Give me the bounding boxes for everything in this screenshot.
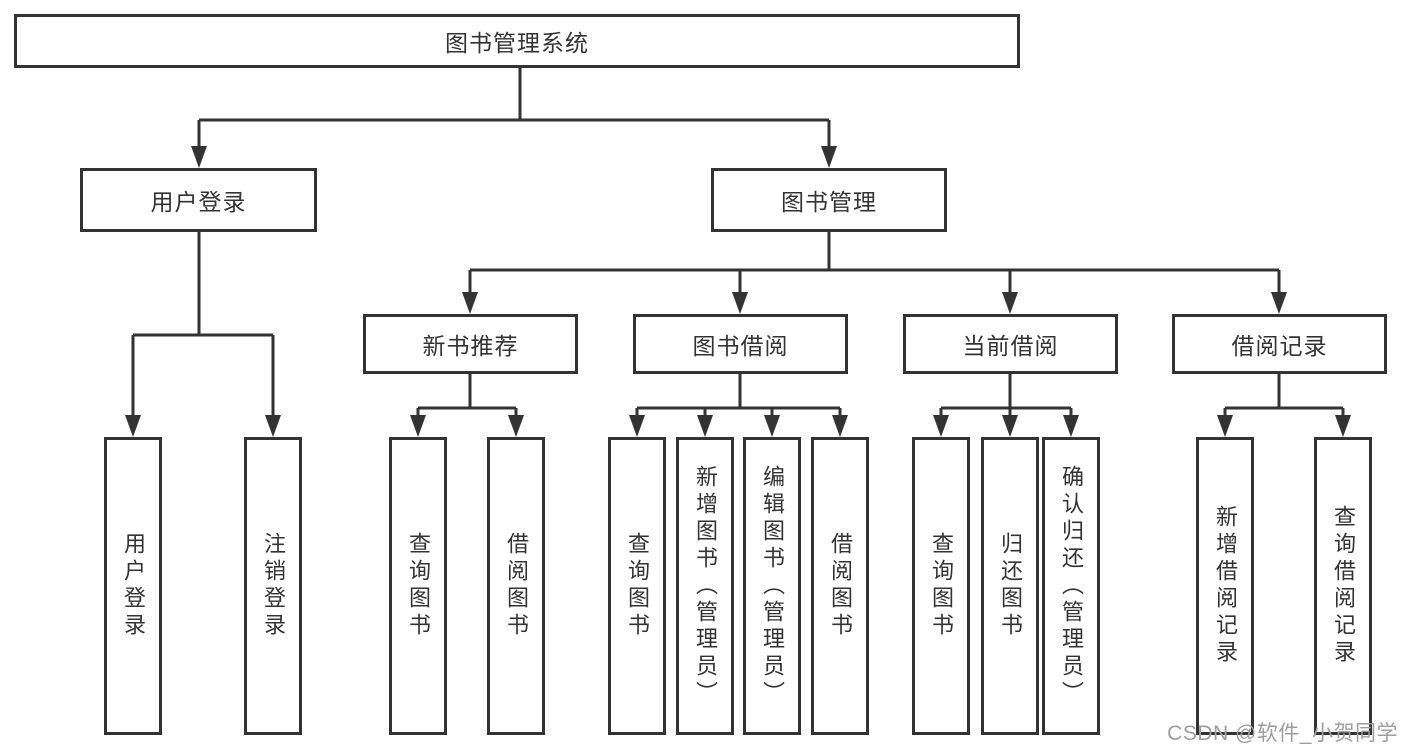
leaf-label: 查询图书 [929, 532, 954, 640]
node-book-management-module: 图书管理 [711, 168, 947, 232]
leaf-add-borrow-record: 新增借阅记录 [1196, 437, 1254, 735]
leaf-query-books: 查询图书 [389, 437, 447, 735]
leaf-user-login: 用户登录 [104, 437, 162, 735]
arrowheads [125, 146, 1351, 437]
leaf-label: 借阅图书 [504, 532, 529, 640]
node-label: 借阅记录 [1231, 333, 1328, 359]
leaf-logout: 注销登录 [244, 437, 302, 735]
leaf-label: 查询借阅记录 [1331, 505, 1356, 667]
leaf-label: 查询图书 [406, 532, 431, 640]
leaf-label: 用户登录 [121, 532, 146, 640]
leaf-confirm-return-admin: 确认归还（管理员） [1042, 437, 1100, 735]
leaf-label: 新增图书（管理员） [693, 464, 718, 708]
leaf-label: 新增借阅记录 [1213, 505, 1238, 667]
leaf-label: 归还图书 [998, 532, 1023, 640]
leaf-query-books: 查询图书 [912, 437, 970, 735]
node-book-borrow: 图书借阅 [633, 314, 848, 374]
node-label: 新书推荐 [422, 333, 519, 359]
leaf-edit-books-admin: 编辑图书（管理员） [743, 437, 801, 735]
node-current-borrow: 当前借阅 [903, 314, 1118, 374]
leaf-return-books: 归还图书 [981, 437, 1039, 735]
node-user-login-module: 用户登录 [80, 168, 317, 232]
node-new-book-recommend: 新书推荐 [363, 314, 578, 374]
leaf-query-borrow-record: 查询借阅记录 [1314, 437, 1372, 735]
node-label: 图书管理 [781, 189, 877, 215]
leaf-label: 借阅图书 [828, 532, 853, 640]
leaf-label: 确认归还（管理员） [1059, 464, 1084, 708]
leaf-query-books: 查询图书 [608, 437, 666, 735]
leaf-label: 编辑图书（管理员） [760, 464, 785, 708]
node-root-label: 图书管理系统 [445, 30, 589, 56]
leaf-borrow-books: 借阅图书 [487, 437, 545, 735]
node-root-system: 图书管理系统 [14, 14, 1020, 68]
node-label: 当前借阅 [962, 333, 1059, 359]
leaf-borrow-books: 借阅图书 [811, 437, 869, 735]
leaf-label: 查询图书 [625, 532, 650, 640]
node-label: 用户登录 [150, 189, 247, 215]
leaf-label: 注销登录 [261, 532, 286, 640]
node-label: 图书借阅 [692, 333, 789, 359]
csdn-watermark: CSDN @软件_小贺同学 [1167, 722, 1398, 745]
leaf-add-books-admin: 新增图书（管理员） [676, 437, 734, 735]
node-borrow-records: 借阅记录 [1172, 314, 1387, 374]
